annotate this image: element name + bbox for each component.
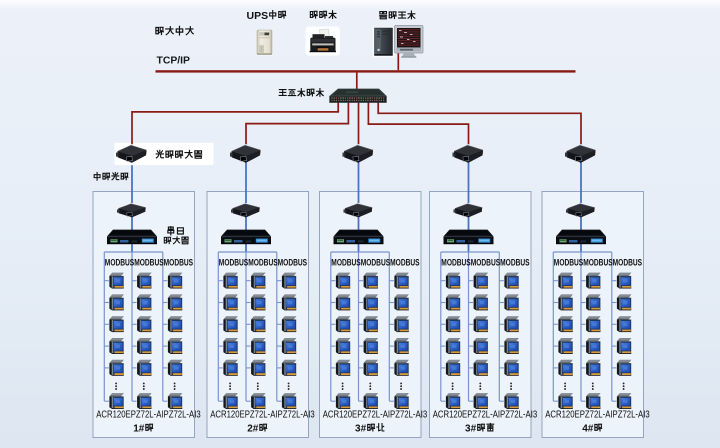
svg-text:UPS: UPS [247,10,269,22]
svg-text:ACR120EPZ72L-AIPZ72L-AI3: ACR120EPZ72L-AIPZ72L-AI3 [545,409,650,420]
svg-text:3#: 3# [355,424,367,435]
svg-text:ACR120EPZ72L-AIPZ72L-AI3: ACR120EPZ72L-AIPZ72L-AI3 [210,409,315,420]
svg-text:MODBUSMODBUSMODBUS: MODBUSMODBUSMODBUS [441,258,529,268]
svg-text:ACR120EPZ72L-AIPZ72L-AI3: ACR120EPZ72L-AIPZ72L-AI3 [433,409,538,420]
svg-text:ACR120EPZ72L-AIPZ72L-AI3: ACR120EPZ72L-AIPZ72L-AI3 [323,409,428,420]
svg-text:MODBUSMODBUSMODBUS: MODBUSMODBUSMODBUS [105,258,193,268]
svg-text:MODBUSMODBUSMODBUS: MODBUSMODBUSMODBUS [554,258,642,268]
svg-text:3#: 3# [465,424,477,435]
svg-text:MODBUSMODBUSMODBUS: MODBUSMODBUSMODBUS [331,258,419,268]
svg-text:TCP/IP: TCP/IP [157,55,191,66]
svg-text:1#: 1# [133,424,145,435]
svg-text:4#: 4# [582,424,594,435]
svg-text:2#: 2# [247,424,259,435]
svg-text:ACR120EPZ72L-AIPZ72L-AI3: ACR120EPZ72L-AIPZ72L-AI3 [96,409,201,420]
svg-text:MODBUSMODBUSMODBUS: MODBUSMODBUSMODBUS [219,258,307,268]
